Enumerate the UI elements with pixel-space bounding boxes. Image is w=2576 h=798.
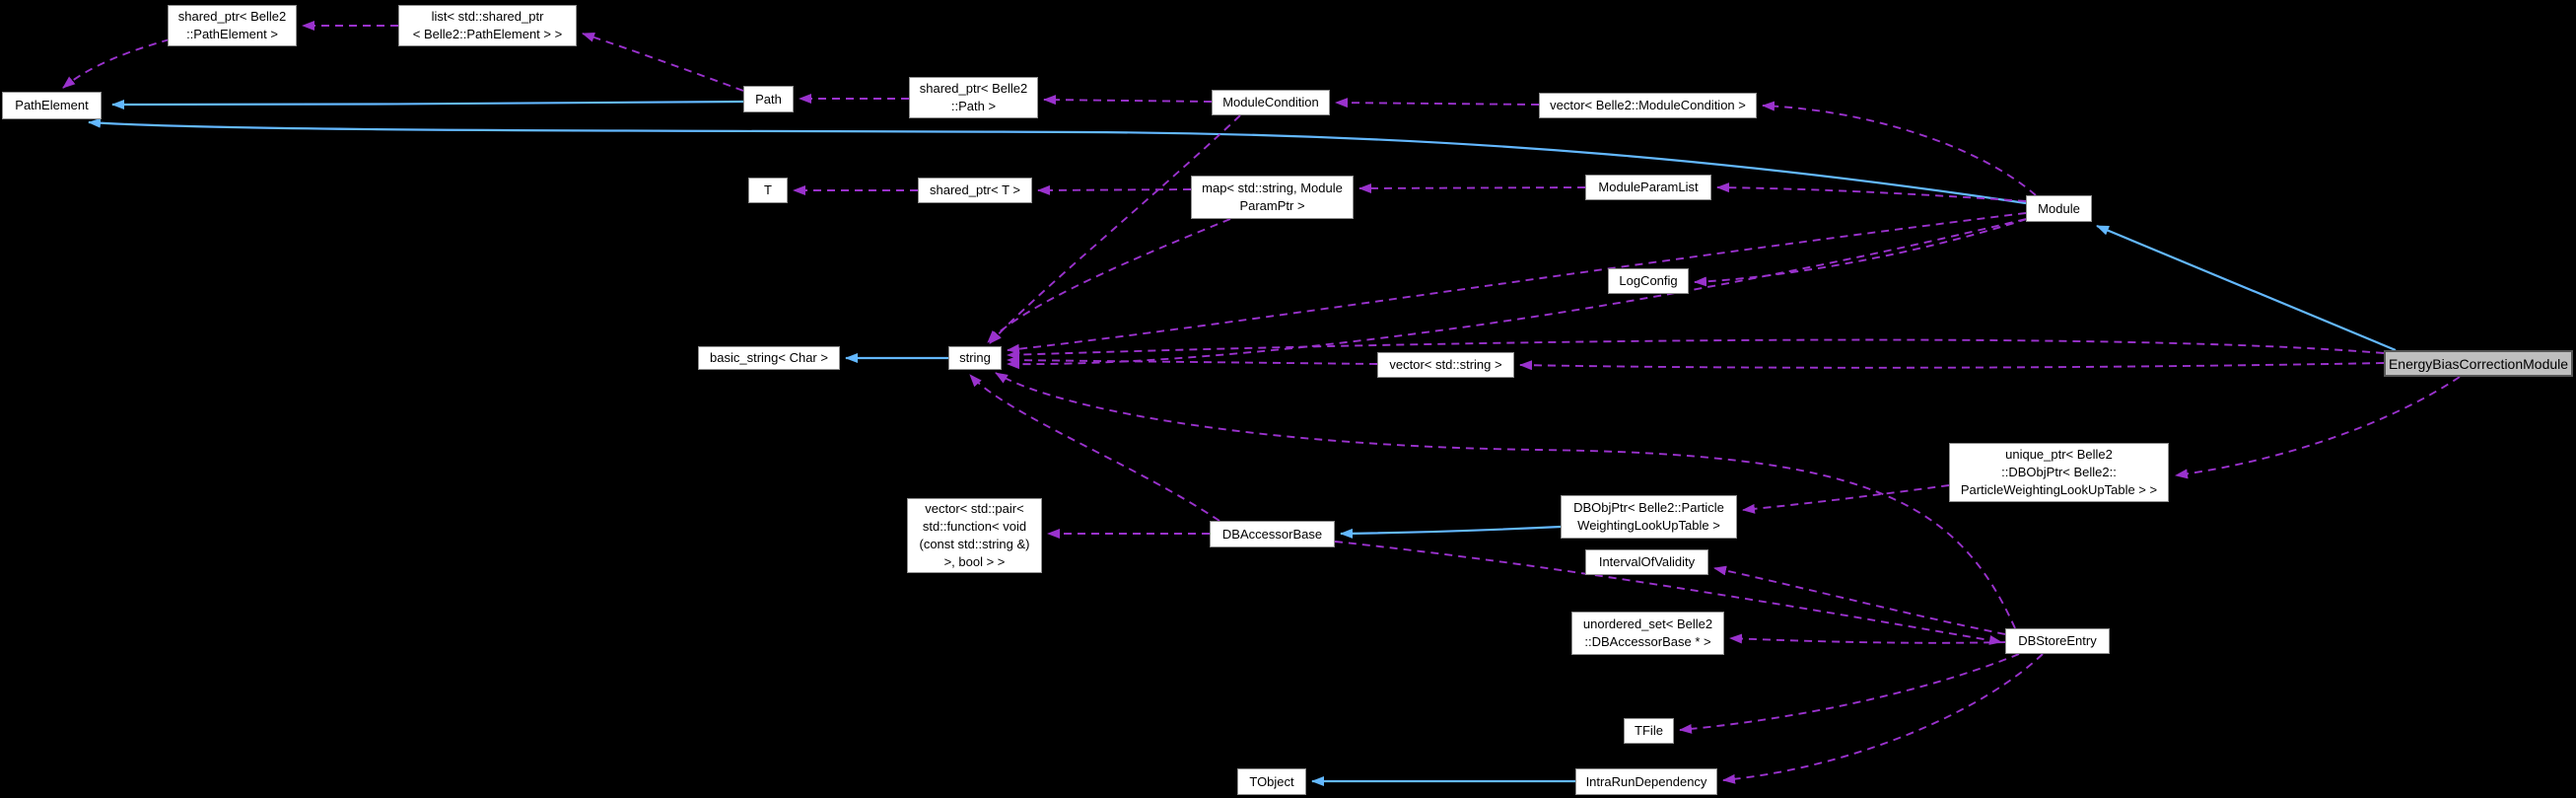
node-label-line: < Belle2::PathElement > > — [412, 27, 563, 41]
edge-Module-to-LogConfig — [1694, 218, 2028, 287]
node-modulecondition[interactable]: ModuleCondition — [1212, 90, 1330, 115]
edge-map-to-shared-ptr-T- — [1037, 184, 1192, 195]
node-intervalofvalidity[interactable]: IntervalOfValidity — [1585, 549, 1708, 575]
edge-Module-to-PathElement — [88, 117, 2027, 205]
node-label-line: ModuleCondition — [1222, 95, 1319, 109]
node-label-line: ::Path > — [950, 99, 997, 113]
node-label-line: ParticleWeightingLookUpTable > > — [1960, 482, 2158, 497]
node-label-line: IntervalOfValidity — [1598, 554, 1696, 569]
node-label-line: vector< Belle2::ModuleCondition > — [1550, 98, 1746, 112]
node-label-line: vector< std::string > — [1389, 357, 1502, 372]
edge-Module-to-string — [1007, 212, 2027, 354]
node-label-line: shared_ptr< T > — [929, 182, 1021, 197]
edge-ModuleParamList-to-map — [1358, 182, 1586, 193]
node-tobject[interactable]: TObject — [1237, 768, 1306, 795]
node-label-line: ::DBAccessorBase * > — [1584, 634, 1711, 649]
node-basic-string-char[interactable]: basic_string< Char > — [698, 346, 840, 370]
edge-vector-Belle2-ModuleCondition--to-ModuleCondition — [1335, 98, 1540, 109]
node-list-shared-ptr-pathelement[interactable]: list< std::shared_ptr< Belle2::PathEleme… — [398, 5, 577, 46]
node-label-line: shared_ptr< Belle2 — [919, 81, 1028, 96]
node-label-line: ::PathElement > — [186, 27, 278, 41]
node-label-line: TObject — [1249, 773, 1294, 789]
node-label-line: TFile — [1635, 723, 1663, 738]
node-label-line: ::DBObjPtr< Belle2:: — [2001, 465, 2117, 479]
edge-map-to-string — [987, 218, 1231, 343]
edge-ModuleCondition-to-string — [989, 114, 1241, 344]
node-dbaccessorbase[interactable]: DBAccessorBase — [1210, 521, 1335, 547]
node-label-line: list< std::shared_ptr — [431, 9, 544, 24]
node-label-line: WeightingLookUpTable > — [1577, 518, 1720, 533]
node-vector-modulecondition[interactable]: vector< Belle2::ModuleCondition > — [1539, 93, 1757, 118]
node-label-line: >, bool > > — [943, 554, 1006, 569]
node-label-line: DBStoreEntry — [2018, 633, 2097, 648]
node-shared-ptr-t[interactable]: shared_ptr< T > — [918, 178, 1032, 203]
edge-EnergyBiasCorrectionModule-to-Module — [2096, 224, 2397, 352]
edge-DBAccessorBase-to-DBStoreEntry — [1334, 541, 2002, 645]
node-label-line: IntraRunDependency — [1585, 773, 1707, 789]
node-label-line: DBAccessorBase — [1221, 526, 1323, 542]
edge-Module-to-vector-Belle2-ModuleCondition- — [1762, 101, 2037, 196]
edge-shared-ptr-Belle2-PathElement--to-PathElement — [62, 38, 171, 89]
edge-EnergyBiasCorrectionModule-to-unique-ptr — [2175, 376, 2461, 479]
node-t[interactable]: T — [748, 178, 788, 203]
node-logconfig[interactable]: LogConfig — [1608, 268, 1689, 294]
node-module[interactable]: Module — [2026, 195, 2092, 222]
edge-DBStoreEntry-to-IntervalOfValidity — [1713, 565, 2006, 635]
node-label-line: vector< std::pair< — [925, 501, 1024, 516]
node-shared-ptr-pathelement[interactable]: shared_ptr< Belle2::PathElement > — [168, 5, 297, 46]
edge-DBStoreEntry-to-unordered-set — [1729, 633, 2006, 644]
node-string[interactable]: string — [948, 346, 1002, 370]
node-tfile[interactable]: TFile — [1624, 718, 1674, 744]
node-label-line: T — [764, 182, 772, 197]
edge-EnergyBiasCorrectionModule-to-vector-std-string- — [1519, 360, 2385, 371]
node-vector-std-string[interactable]: vector< std::string > — [1377, 352, 1514, 378]
node-unordered-set-dbaccessorbase[interactable]: unordered_set< Belle2::DBAccessorBase * … — [1571, 612, 1724, 655]
node-moduleparamlist[interactable]: ModuleParamList — [1585, 175, 1711, 200]
node-label-line: string — [959, 350, 991, 365]
edge-DBStoreEntry-to-IntraRunDependency — [1722, 653, 2044, 784]
node-label-line: map< std::string, Module — [1202, 181, 1343, 195]
node-label-line: std::function< void — [922, 519, 1027, 534]
node-label-line: (const std::string &) — [919, 537, 1030, 551]
node-label-line: ParamPtr > — [1239, 198, 1305, 213]
node-path[interactable]: Path — [743, 86, 794, 112]
node-label-line: EnergyBiasCorrectionModule — [2388, 355, 2569, 372]
edge-unique-ptr-to-DBObjPtr — [1742, 484, 1950, 514]
node-shared-ptr-path[interactable]: shared_ptr< Belle2::Path > — [909, 77, 1038, 118]
node-label-line: ModuleParamList — [1598, 180, 1699, 194]
edge-DBStoreEntry-to-string — [995, 372, 2016, 629]
edge-DBAccessorBase-to-string — [969, 374, 1220, 522]
edge-DBStoreEntry-to-TFile — [1679, 653, 2020, 734]
node-intrarundependency[interactable]: IntraRunDependency — [1575, 768, 1717, 795]
node-energybiascorrectionmodule: EnergyBiasCorrectionModule — [2384, 350, 2573, 377]
node-unique-ptr-dbobjptr[interactable]: unique_ptr< Belle2::DBObjPtr< Belle2::Pa… — [1949, 443, 2169, 502]
edge-vector-std-string--to-string — [1007, 355, 1378, 366]
edge-Path-to-PathElement — [111, 99, 744, 109]
node-label-line: Path — [755, 91, 782, 107]
node-dbstoreentry[interactable]: DBStoreEntry — [2005, 628, 2110, 654]
node-label-line: Module — [2038, 200, 2080, 216]
node-vector-pair-function[interactable]: vector< std::pair<std::function< void(co… — [907, 498, 1042, 573]
edge-Path-to-list — [582, 33, 744, 92]
edge-Module-to-string — [1007, 218, 2027, 370]
node-pathelement[interactable]: PathElement — [2, 92, 102, 119]
node-label-line: shared_ptr< Belle2 — [177, 9, 287, 24]
node-label-line: DBObjPtr< Belle2::Particle — [1573, 500, 1724, 515]
edge-ModuleCondition-to-shared-ptr-Belle2-Path- — [1043, 95, 1213, 106]
edge-Module-to-ModuleParamList — [1716, 182, 2027, 202]
node-label-line: unordered_set< Belle2 — [1582, 617, 1713, 631]
edge-EnergyBiasCorrectionModule-to-string — [1007, 338, 2385, 360]
node-label-line: unique_ptr< Belle2 — [2005, 447, 2113, 462]
node-label-line: LogConfig — [1619, 273, 1678, 288]
edge-DBObjPtr-to-DBAccessorBase — [1340, 525, 1562, 539]
node-label-line: PathElement — [15, 98, 89, 112]
node-label-line: basic_string< Char > — [710, 350, 828, 365]
